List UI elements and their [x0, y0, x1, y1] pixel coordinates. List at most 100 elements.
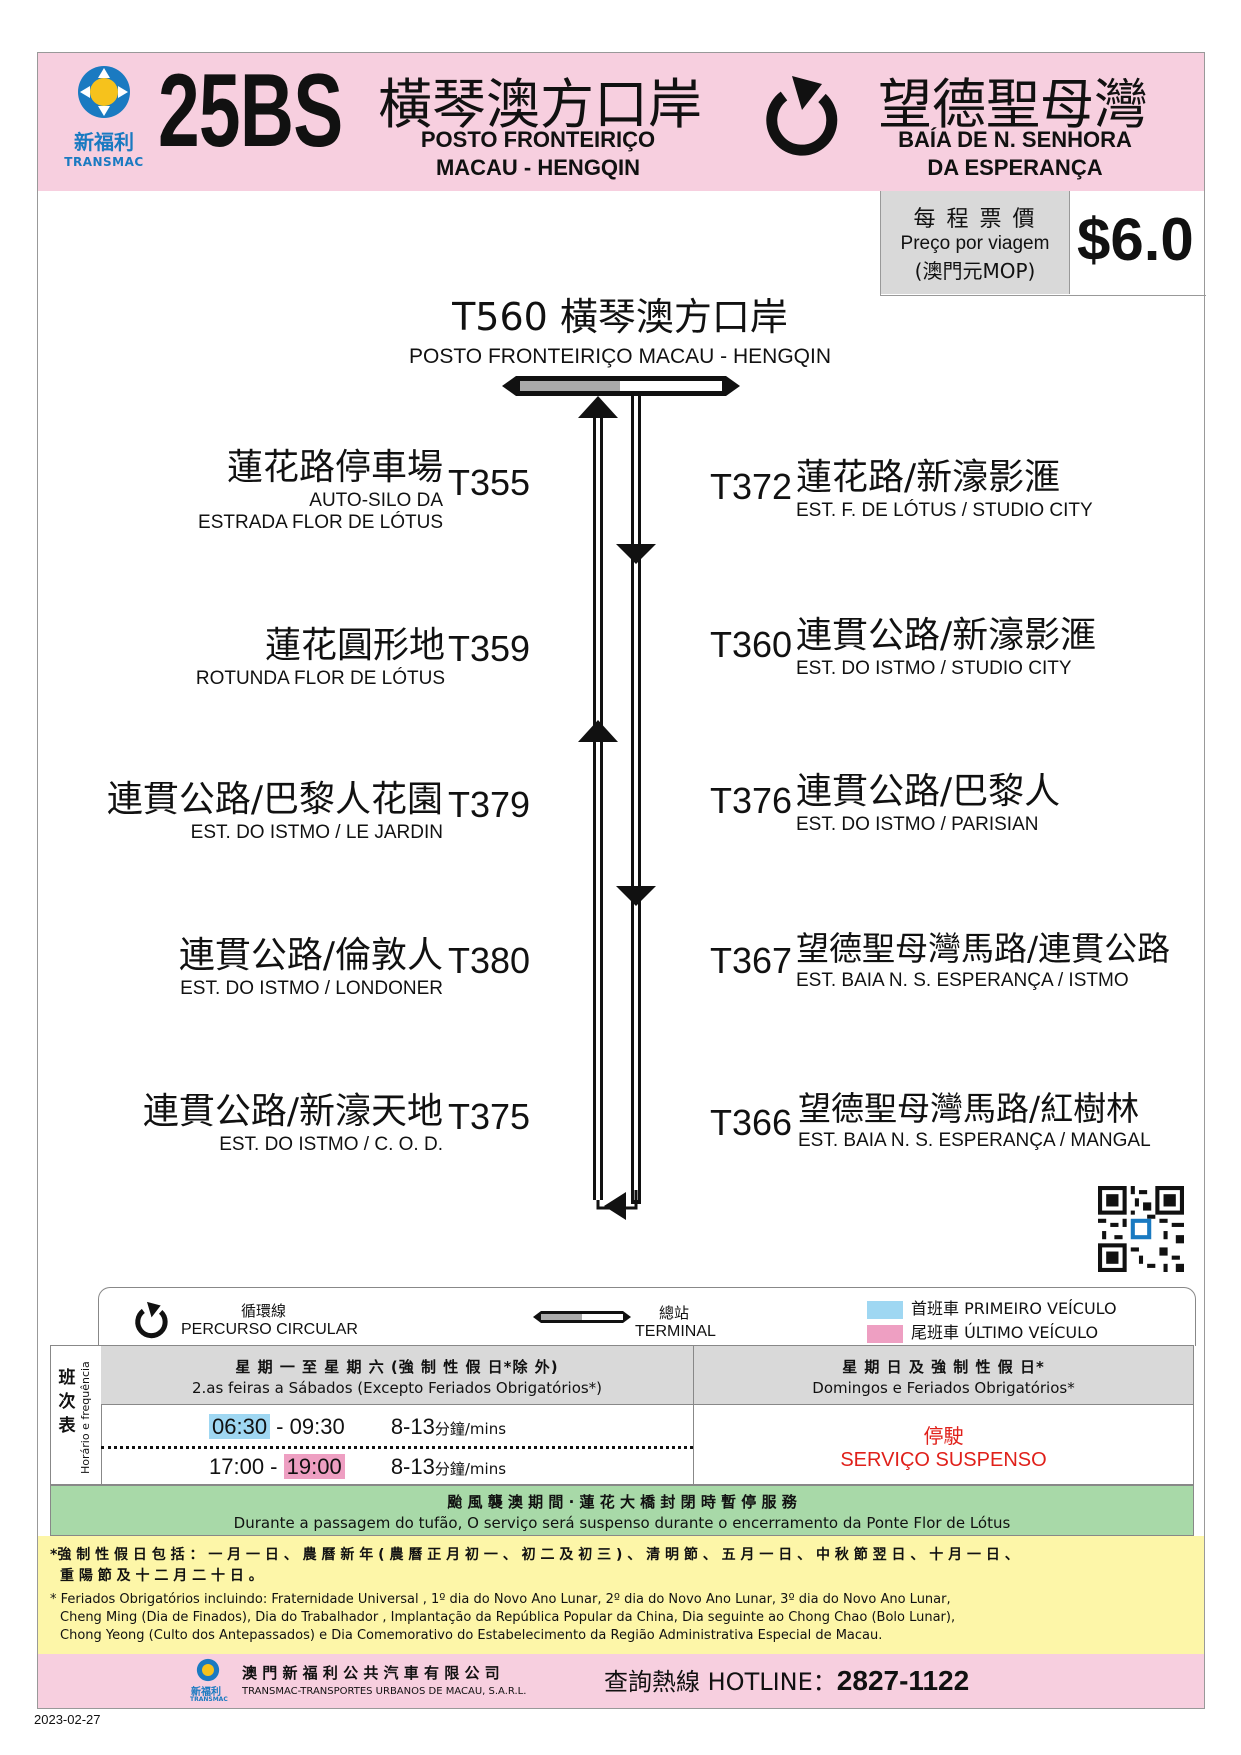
stop-code: T366	[710, 1102, 793, 1143]
right-stop-1: 蓮花路/新濠影滙 EST. F. DE LÓTUS / STUDIO CITY	[796, 448, 1093, 522]
terminal-stop-title: T560 橫琴澳方口岸	[452, 295, 788, 339]
stop-name-cn: 連貫公路/新濠天地	[142, 1091, 443, 1132]
holiday-header-cn: 星 期 日 及 強 制 性 假 日*	[842, 1358, 1045, 1376]
footer-company-pt: TRANSMAC-TRANSPORTES URBANOS DE MACAU, S…	[242, 1686, 527, 1697]
left-stop-3: 連貫公路/巴黎人花園 EST. DO ISTMO / LE JARDIN	[107, 770, 443, 844]
row2-frequency: 8-13	[390, 1454, 435, 1479]
stop-name-pt: EST. DO ISTMO / LE JARDIN	[190, 822, 443, 843]
transmac-logo-icon	[78, 66, 130, 118]
stop-code: T379	[448, 784, 531, 825]
stop-name-pt: EST. DO ISTMO / LONDONER	[180, 978, 443, 999]
notes-pt-1: * Feriados Obrigatórios incluindo: Frate…	[50, 1592, 951, 1607]
route-number: 25BS	[158, 53, 343, 169]
fare-value: $6.0	[1077, 206, 1194, 273]
notes-cn-1: *強 制 性 假 日 包 括 ： 一 月 一 日 、 農 曆 新 年 ( 農 曆…	[50, 1547, 1019, 1563]
row1-end-time: 09:30	[289, 1414, 345, 1439]
stop-name-pt: AUTO-SILO DA	[309, 490, 443, 511]
left-stop-1: 蓮花路停車場 AUTO-SILO DA ESTRADA FLOR DE LÓTU…	[198, 438, 443, 534]
weekday-header: 星 期 一 至 星 期 六 (強 制 性 假 日*除 外) 2.as feira…	[101, 1346, 694, 1405]
stop-name-pt: EST. BAIA N. S. ESPERANÇA / ISTMO	[796, 970, 1129, 991]
circular-arrow-icon	[766, 76, 838, 156]
footer-logo-cn: 新福利	[191, 1687, 221, 1698]
stop-code: T367	[710, 940, 793, 981]
dest-pt-line1: BAÍA DE N. SENHORA	[898, 127, 1132, 152]
origin-pt-line2: MACAU - HENGQIN	[435, 155, 641, 180]
legend-last-bus: 尾班車 ÚLTIMO VEÍCULO	[867, 1319, 1098, 1343]
stop-code: T375	[448, 1096, 531, 1137]
origin-cn: 橫琴澳方口岸	[378, 73, 702, 136]
fare-label-pt: Preço por viagem	[900, 233, 1050, 254]
dest-pt: BAÍA DE N. SENHORA DA ESPERANÇA	[850, 126, 1180, 182]
dest-cn: 望德聖母灣	[878, 73, 1148, 136]
first-bus-swatch	[867, 1300, 903, 1319]
hotline-number[interactable]: 2827-1122	[836, 1665, 970, 1696]
footer-logo-en: TRANSMAC	[190, 1696, 228, 1703]
time-separator: -	[270, 1414, 290, 1439]
stop-code: T360	[710, 624, 793, 665]
suspended-cn: 停駛	[923, 1424, 964, 1448]
stop-name-pt: EST. DO ISTMO / C. O. D.	[219, 1134, 443, 1155]
logo-en-text: TRANSMAC	[64, 155, 144, 169]
legend-circular-cn: 循環線	[241, 1302, 287, 1320]
timetable-side-pt: Horário e frequência	[79, 1361, 92, 1474]
right-stop-2: 連貫公路/新濠影滙 EST. DO ISTMO / STUDIO CITY	[796, 606, 1096, 680]
typhoon-notice-pt: Durante a passagem do tufão, O serviço s…	[233, 1514, 1011, 1532]
footer: 新福利 TRANSMAC 澳 門 新 福 利 公 共 汽 車 有 限 公 司 T…	[38, 1654, 1204, 1708]
suspended-pt: SERVIÇO SUSPENSO	[840, 1449, 1047, 1471]
stop-code: T359	[448, 628, 531, 669]
notes-pt-3: Chong Yeong (Culto dos Antepassados) e D…	[60, 1628, 883, 1643]
legend-last-label: 尾班車 ÚLTIMO VEÍCULO	[911, 1323, 1099, 1342]
time-separator: -	[264, 1454, 284, 1479]
transmac-logo-icon	[196, 1658, 220, 1682]
origin-pt-line1: POSTO FRONTEIRIÇO	[420, 127, 656, 152]
timetable-divider	[101, 1446, 693, 1449]
notes-cn-2: 重 陽 節 及 十 二 月 二 十 日 。	[60, 1568, 263, 1584]
last-departure: 19:00	[283, 1454, 345, 1479]
fare-box: 每 程 票 價 Preço por viagem (澳門元MOP) $6.0	[880, 191, 1206, 296]
suspended-notice: 停駛 SERVIÇO SUSPENSO	[694, 1420, 1193, 1472]
legend-first-bus: 首班車 PRIMEIRO VEÍCULO	[867, 1295, 1117, 1319]
right-stop-3: 連貫公路/巴黎人 EST. DO ISTMO / PARISIAN	[796, 762, 1060, 836]
stop-name-cn: 連貫公路/新濠影滙	[796, 615, 1097, 656]
first-departure: 06:30	[209, 1414, 271, 1439]
weekday-header-cn: 星 期 一 至 星 期 六 (強 制 性 假 日*除 外)	[235, 1358, 559, 1376]
stop-name-pt: EST. F. DE LÓTUS / STUDIO CITY	[796, 500, 1093, 521]
origin-pt: POSTO FRONTEIRIÇO MACAU - HENGQIN	[378, 126, 698, 182]
circular-arrow-icon	[135, 1301, 168, 1339]
stop-name-pt: EST. DO ISTMO / PARISIAN	[796, 814, 1039, 835]
stop-name-cn: 連貫公路/巴黎人花園	[106, 779, 443, 820]
stop-name-cn: 望德聖母灣馬路/連貫公路	[796, 929, 1171, 968]
typhoon-notice-cn: 颱 風 襲 澳 期 間 · 蓮 花 大 橋 封 閉 時 暫 停 服 務	[447, 1493, 797, 1511]
qr-code-icon[interactable]	[1098, 1186, 1184, 1272]
stop-name-pt: EST. BAIA N. S. ESPERANÇA / MANGAL	[798, 1130, 1151, 1151]
logo-cn-text: 新福利	[74, 130, 134, 154]
timetable-row-1: 06:30 - 09:30 8-13分鐘/mins	[209, 1414, 506, 1440]
page-frame	[37, 52, 1205, 1709]
terminal-bar-icon	[533, 1311, 631, 1323]
legend-first-label: 首班車 PRIMEIRO VEÍCULO	[911, 1299, 1117, 1318]
row1-frequency: 8-13	[390, 1414, 435, 1439]
up-arrow-icon	[578, 720, 618, 742]
typhoon-notice: 颱 風 襲 澳 期 間 · 蓮 花 大 橋 封 閉 時 暫 停 服 務 Dura…	[50, 1485, 1194, 1536]
notes-pt-2: Cheng Ming (Dia de Finados), Dia do Trab…	[60, 1610, 956, 1625]
terminal-stop-pt: POSTO FRONTEIRIÇO MACAU - HENGQIN	[409, 345, 831, 368]
frequency-unit: 分鐘/mins	[434, 1460, 507, 1478]
legend-circular-pt: PERCURSO CIRCULAR	[181, 1321, 358, 1338]
publish-date: 2023-02-27	[34, 1712, 101, 1727]
legend: 循環線 PERCURSO CIRCULAR 總站 TERMINAL 首班車 PR…	[98, 1287, 1196, 1346]
terminal-stop: T560 橫琴澳方口岸 POSTO FRONTEIRIÇO MACAU - HE…	[380, 286, 860, 369]
hotline: 查詢熱線 HOTLINE：2827-1122	[604, 1662, 969, 1697]
left-stop-4: 連貫公路/倫敦人 EST. DO ISTMO / LONDONER	[179, 926, 443, 1000]
left-stop-5: 連貫公路/新濠天地 EST. DO ISTMO / C. O. D.	[143, 1082, 443, 1156]
stop-code: T355	[448, 462, 531, 503]
timetable-row-2: 17:00 - 19:00 8-13分鐘/mins	[209, 1454, 506, 1480]
legend-terminal-pt: TERMINAL	[635, 1323, 716, 1340]
holiday-header-pt: Domingos e Feriados Obrigatórios*	[812, 1379, 1075, 1397]
stop-name-pt: ESTRADA FLOR DE LÓTUS	[198, 512, 443, 533]
stop-name-pt: EST. DO ISTMO / STUDIO CITY	[796, 658, 1072, 679]
down-arrow-icon	[616, 544, 656, 564]
header-band	[38, 53, 1204, 191]
stop-code: T372	[710, 466, 793, 507]
legend-terminal-cn: 總站	[659, 1304, 690, 1322]
up-arrow-icon	[578, 396, 618, 418]
